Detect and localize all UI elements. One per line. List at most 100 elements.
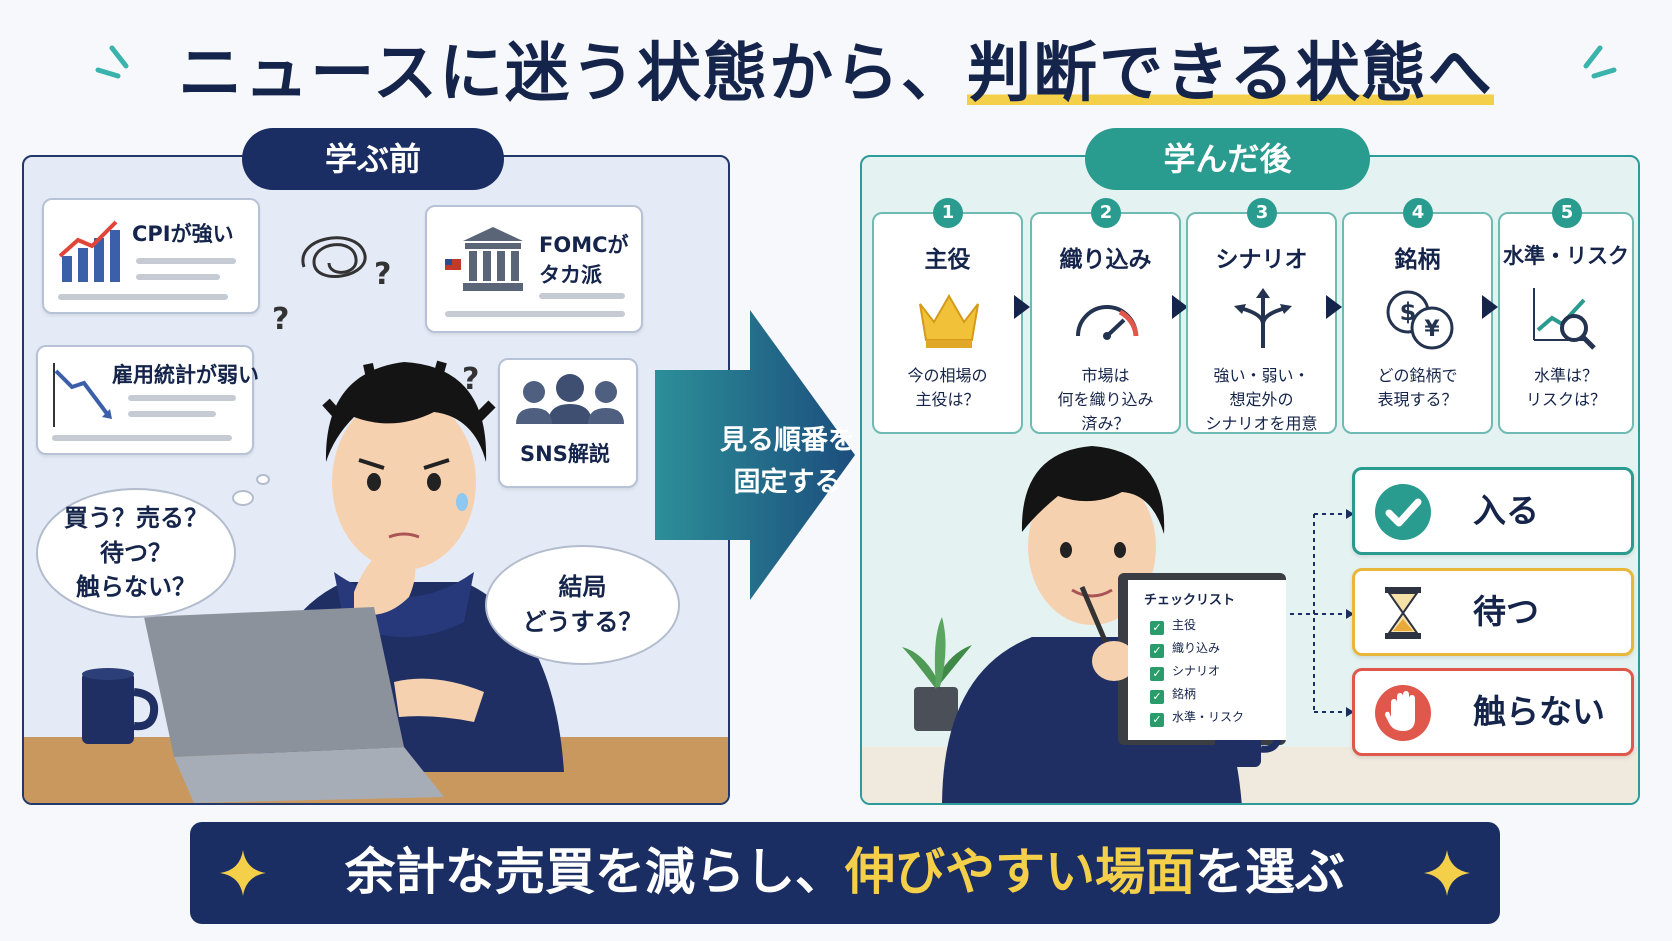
step-title-4: 銘柄 (1394, 247, 1441, 273)
sparkle-left-icon (220, 850, 266, 896)
sns-people-icon (516, 374, 624, 424)
news-fomc-text-2: タカ派 (539, 263, 602, 287)
decision-enter: 入る (1352, 467, 1634, 555)
step-number-2: 2 (1091, 198, 1121, 228)
banner-text: 余計な売買を減らし、伸びやすい場面を選ぶ (190, 822, 1500, 922)
news-bubble-employment: 雇用統計が弱い (36, 345, 259, 455)
checklist-item-2: ✓織り込み (1150, 639, 1220, 658)
step-arrow-1 (1014, 295, 1030, 319)
accent-lines-right-icon (1583, 45, 1617, 79)
thought-line-1: 買う？売る？ (64, 503, 208, 532)
bottom-banner (190, 822, 1500, 924)
step-number-4: 4 (1403, 198, 1433, 228)
step-desc-5: 水準は？リスクは？ (1525, 366, 1606, 409)
checklist-item-1: ✓主役 (1150, 616, 1196, 635)
thought-line-3: 触らない？ (76, 573, 196, 602)
rising-chart-icon (58, 220, 120, 282)
laptop (144, 607, 444, 803)
step-number-3: 3 (1247, 198, 1277, 228)
crown-icon (919, 293, 979, 348)
news-cpi-text: CPIが強い (132, 222, 234, 246)
thought-line-2: 待つ？ (100, 538, 172, 567)
checklist-screen: チェックリスト ✓主役 ✓織り込み ✓シナリオ ✓銘柄 ✓水準・リスク (1128, 580, 1286, 740)
news-bubble-cpi: CPIが強い (42, 198, 260, 314)
step-card-4: 4 銘柄 $ ¥ どの銘柄で表現する？ (1342, 198, 1493, 434)
decision-wait-label: 待つ (1473, 592, 1539, 631)
before-tag: 学ぶ前 (242, 128, 504, 190)
step-desc-2: 市場は何を織り込み済み？ (1057, 366, 1154, 433)
question-mark-1: ? (374, 257, 392, 292)
banner-part2: 伸びやすい場面 (845, 843, 1195, 901)
step-arrow-4 (1482, 295, 1498, 319)
step-title-2: 織り込み (1059, 247, 1152, 273)
gauge-icon (1076, 305, 1139, 340)
news-fomc-text-1: FOMCが (539, 233, 629, 257)
step-number-5: 5 (1552, 198, 1582, 228)
stop-hand-icon (1375, 685, 1431, 741)
checkbox-icon: ✓ (1150, 621, 1164, 635)
question-mark-2: ? (272, 302, 290, 337)
banner-part1: 余計な売買を減らし、 (345, 843, 845, 901)
currency-coins-icon: $ ¥ (1386, 290, 1454, 350)
news-sns-text: SNS解説 (520, 442, 610, 466)
sparkle-right-icon (1424, 850, 1470, 896)
step-card-1: 1 主役 今の相場の主役は？ (872, 198, 1023, 434)
decision-connectors (1290, 509, 1354, 717)
page-title: ニュースに迷う状態から、判断できる状態へ (0, 22, 1672, 114)
step-desc-3: 強い・弱い・想定外のシナリオを用意 (1205, 366, 1318, 433)
checklist-item-4: ✓銘柄 (1150, 685, 1196, 704)
transition-arrow (655, 310, 855, 600)
central-bank-icon (445, 227, 523, 291)
checkbox-icon: ✓ (1150, 667, 1164, 681)
decision-enter-label: 入る (1473, 491, 1539, 530)
checkbox-icon: ✓ (1150, 713, 1164, 727)
title-part2: から、 (769, 37, 968, 111)
step-title-1: 主役 (924, 247, 971, 273)
news-employment-text: 雇用統計が弱い (112, 363, 259, 387)
accent-lines-left-icon (95, 45, 129, 79)
checklist-title: チェックリスト (1144, 593, 1236, 608)
svg-text:¥: ¥ (1424, 317, 1440, 342)
question-mark-3: ? (462, 362, 480, 397)
decision-dont-touch: 触らない (1352, 668, 1634, 756)
decision-wait: 待つ (1352, 568, 1634, 656)
decision-dont-touch-label: 触らない (1473, 692, 1605, 731)
step-title-5: 水準・リスク (1503, 244, 1629, 268)
step-arrow-2 (1172, 295, 1188, 319)
news-bubble-fomc: FOMCが タカ派 (425, 205, 643, 333)
thought-cloud-actions: 買う？売る？ 待つ？ 触らない？ (36, 488, 236, 618)
title-part1: ニュースに迷う状態 (178, 37, 770, 111)
falling-chart-icon (53, 363, 112, 427)
step-number-1: 1 (933, 198, 963, 228)
news-bubble-sns: SNS解説 (498, 358, 638, 488)
chart-magnifier-icon (1533, 288, 1596, 350)
arrow-label-line2: 固定する (733, 466, 842, 498)
branching-arrows-icon (1234, 288, 1292, 348)
checkbox-icon: ✓ (1150, 690, 1164, 704)
arrow-label-line1: 見る順番を (720, 425, 855, 456)
step-arrow-3 (1326, 295, 1342, 319)
step-desc-4: どの銘柄で表現する？ (1377, 366, 1458, 409)
step-card-2: 2 織り込み 市場は何を織り込み済み？ (1030, 198, 1181, 434)
step-card-3: 3 シナリオ 強い・弱い・想定外のシナリオを用意 (1186, 198, 1337, 434)
thought-conclusion-1: 結局 (558, 573, 607, 602)
hourglass-icon (1385, 587, 1421, 639)
pen-hand-icon (1079, 586, 1136, 681)
arrow-label: 見る順番を 固定する (700, 420, 875, 504)
confusion-scribble-icon (301, 236, 367, 278)
step-title-3: シナリオ (1215, 247, 1308, 273)
check-icon (1375, 484, 1431, 540)
after-tag: 学んだ後 (1085, 128, 1370, 190)
step-desc-1: 今の相場の主役は？ (907, 366, 988, 409)
thought-conclusion-2: どうする？ (522, 608, 643, 636)
mug-icon (82, 668, 159, 744)
title-part3: 判断できる状態へ (967, 37, 1494, 111)
checklist-item-3: ✓シナリオ (1150, 662, 1220, 681)
checklist-item-5: ✓水準・リスク (1150, 708, 1244, 727)
thought-cloud-conclusion: 結局 どうする？ (485, 545, 680, 665)
svg-text:$: $ (1400, 298, 1417, 326)
banner-part3: を選ぶ (1195, 843, 1345, 901)
step-card-5: 5 水準・リスク 水準は？リスクは？ (1498, 198, 1634, 434)
plant-icon (902, 617, 972, 731)
checkbox-icon: ✓ (1150, 644, 1164, 658)
